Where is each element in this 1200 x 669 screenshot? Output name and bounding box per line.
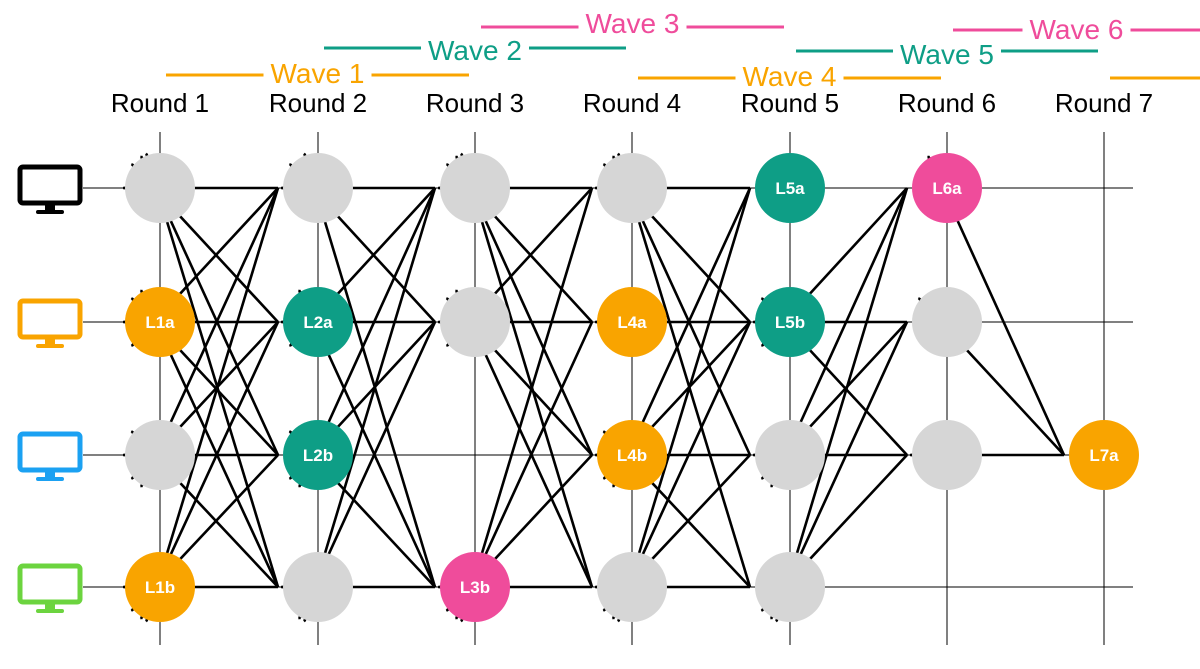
- vertex-circle: [755, 420, 825, 490]
- vertex-circle: [440, 287, 510, 357]
- vertex-l6a: L6a: [912, 153, 982, 223]
- vertex-circle: [755, 287, 825, 357]
- vertex-label: L1a: [145, 313, 175, 332]
- vertex-circle: [912, 153, 982, 223]
- vertex-empty: [597, 552, 667, 622]
- vertex-label: L2b: [303, 446, 333, 465]
- vertex-circle: [755, 552, 825, 622]
- wave-label: Wave 4: [743, 61, 837, 92]
- vote-edge: [774, 187, 909, 623]
- round-headers: Round 1 Round 2 Round 3 Round 4 Round 5 Round…: [111, 88, 1153, 118]
- round-header: Round 7: [1055, 88, 1153, 118]
- vertex-circle: [440, 153, 510, 223]
- vertex-l3b: L3b: [440, 552, 510, 622]
- vertex-circle: [1069, 420, 1139, 490]
- vertex-circle: [597, 153, 667, 223]
- wave-brackets: Wave 1 Wave 2 Wave 3 Wave 4 Wave 5 Wave 6: [166, 8, 1200, 92]
- vertex-circle: [283, 153, 353, 223]
- wave-label: Wave 2: [428, 35, 522, 66]
- vertex-l5a: L5a: [755, 153, 825, 223]
- vote-edge: [459, 152, 594, 588]
- vote-edge: [144, 152, 280, 588]
- vote-edge: [144, 187, 280, 623]
- vertex-l4a: L4a: [597, 287, 667, 357]
- vertex-l1a: L1a: [125, 287, 195, 357]
- vote-edge: [302, 187, 437, 623]
- monitor-icon: [17, 563, 83, 613]
- vote-edge: [616, 152, 752, 588]
- wave-4: Wave 4: [638, 61, 941, 92]
- vote-edge: [302, 152, 437, 588]
- vertex-label: L4b: [617, 446, 647, 465]
- vertex-empty: [125, 153, 195, 223]
- vertex-empty: [912, 420, 982, 490]
- vertex-empty: [597, 153, 667, 223]
- vertex-circle: [912, 420, 982, 490]
- monitor-icon: [17, 164, 83, 214]
- wave-3: Wave 3: [481, 8, 784, 39]
- wave-1: Wave 1: [166, 58, 469, 89]
- wave-6: Wave 6: [953, 14, 1200, 45]
- round-header: Round 3: [426, 88, 524, 118]
- round-header: Round 4: [583, 88, 681, 118]
- vertex-label: L3b: [460, 578, 490, 597]
- round-header: Round 6: [898, 88, 996, 118]
- vertex-circle: [755, 153, 825, 223]
- vertex-empty: [440, 153, 510, 223]
- vertex-l2a: L2a: [283, 287, 353, 357]
- vertex-circle: [283, 420, 353, 490]
- round-header: Round 2: [269, 88, 367, 118]
- vote-edges: [122, 152, 1066, 623]
- vertex-circle: [125, 287, 195, 357]
- monitor-icon: [17, 431, 83, 481]
- monitor-icon: [17, 298, 83, 348]
- wave-label: Wave 6: [1030, 14, 1124, 45]
- vertex-empty: [440, 287, 510, 357]
- vertex-empty: [755, 420, 825, 490]
- wave-label: Wave 3: [586, 8, 680, 39]
- validator-icons: [17, 164, 83, 613]
- round-header: Round 1: [111, 88, 209, 118]
- vertex-label: L1b: [145, 578, 175, 597]
- vertex-circle: [283, 552, 353, 622]
- vote-edge: [616, 187, 752, 623]
- vertex-label: L5b: [775, 313, 805, 332]
- vertex-label: L7a: [1089, 446, 1119, 465]
- vertex-circle: [597, 552, 667, 622]
- vertex-label: L5a: [775, 179, 805, 198]
- vertex-label: L2a: [303, 313, 333, 332]
- vertex-circle: [912, 287, 982, 357]
- vertex-label: L4a: [617, 313, 647, 332]
- vertex-circle: [597, 287, 667, 357]
- vertex-l2b: L2b: [283, 420, 353, 490]
- vertex-empty: [755, 552, 825, 622]
- vertex-circle: [125, 552, 195, 622]
- vertex-empty: [125, 420, 195, 490]
- vertex-circle: [125, 153, 195, 223]
- vertex-circle: [125, 420, 195, 490]
- wave-label: Wave 5: [900, 39, 994, 70]
- vertex-l1b: L1b: [125, 552, 195, 622]
- wave-label: Wave 1: [271, 58, 365, 89]
- vertex-empty: [283, 153, 353, 223]
- vertex-l4b: L4b: [597, 420, 667, 490]
- vertex-label: L6a: [932, 179, 962, 198]
- wave-5: Wave 5: [796, 39, 1098, 70]
- vertex-l5b: L5b: [755, 287, 825, 357]
- vertex-circle: [283, 287, 353, 357]
- vertex-circle: [597, 420, 667, 490]
- vertex-circle: [440, 552, 510, 622]
- vertex-l7a: L7a: [1069, 420, 1139, 490]
- vote-edge: [459, 187, 594, 623]
- round-header: Round 5: [741, 88, 839, 118]
- vertex-empty: [283, 552, 353, 622]
- vertex-empty: [912, 287, 982, 357]
- wave-2: Wave 2: [324, 35, 626, 66]
